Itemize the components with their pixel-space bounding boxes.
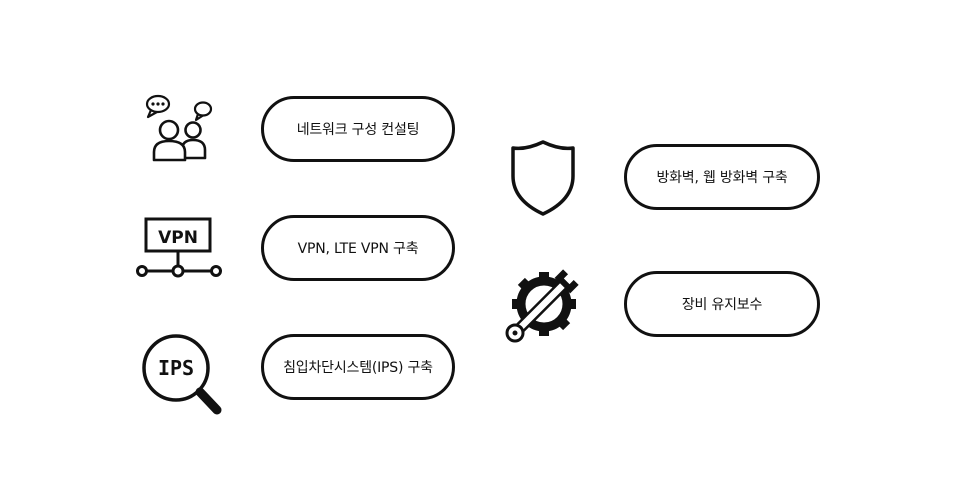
service-network-consulting: 네트워크 구성 컨설팅 (261, 96, 455, 162)
service-firewall-label: 방화벽, 웹 방화벽 구축 (656, 170, 788, 186)
gear-wrench-icon (505, 269, 579, 343)
service-firewall: 방화벽, 웹 방화벽 구축 (624, 144, 820, 210)
service-ips: 침입차단시스템(IPS) 구축 (261, 334, 455, 400)
vpn-icon-label: VPN (158, 228, 198, 248)
magnifier-icon: IPS (142, 334, 222, 415)
consulting-people-icon (145, 94, 213, 162)
service-vpn-label: VPN, LTE VPN 구축 (297, 241, 419, 257)
shield-icon (511, 140, 575, 216)
service-network-consulting-label: 네트워크 구성 컨설팅 (296, 122, 420, 138)
ips-icon-label: IPS (158, 356, 194, 380)
service-maintenance: 장비 유지보수 (624, 271, 820, 337)
vpn-network-icon: VPN (136, 217, 222, 278)
service-vpn: VPN, LTE VPN 구축 (261, 215, 455, 281)
service-maintenance-label: 장비 유지보수 (681, 297, 763, 313)
service-ips-label: 침입차단시스템(IPS) 구축 (283, 360, 433, 376)
